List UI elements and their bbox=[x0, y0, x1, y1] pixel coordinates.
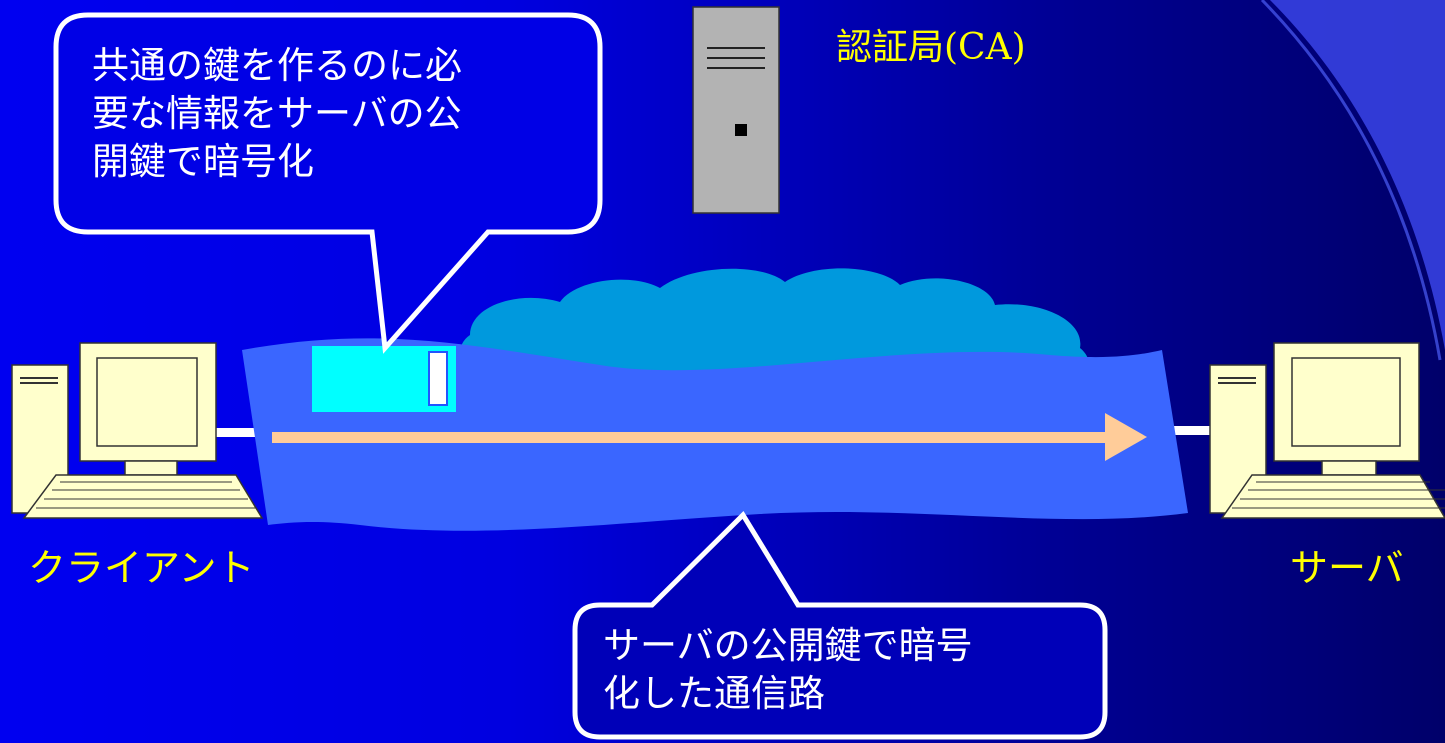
client-cable bbox=[215, 428, 275, 437]
callout-bottom-line-1: サーバの公開鍵で暗号 bbox=[603, 624, 973, 667]
desktop-computer-icon bbox=[11, 342, 264, 519]
ca-label: 認証局(CA) bbox=[836, 27, 1026, 68]
decorative-swoosh bbox=[1270, 0, 1445, 350]
callout-top-text: 共通の鍵を作るのに必 要な情報をサーバの公 開鍵で暗号化 bbox=[92, 42, 462, 186]
server-tower-icon bbox=[692, 6, 780, 214]
callout-top-line-1: 共通の鍵を作るのに必 bbox=[92, 44, 462, 87]
packet-icon bbox=[312, 346, 456, 412]
callout-top-line-3: 開鍵で暗号化 bbox=[92, 140, 314, 183]
callout-bottom-bubble bbox=[572, 511, 1108, 740]
arrow-icon bbox=[272, 413, 1147, 461]
callout-bottom-text: サーバの公開鍵で暗号 化した通信路 bbox=[603, 622, 973, 718]
callout-bottom-line-2: 化した通信路 bbox=[603, 672, 825, 715]
server-label: サーバ bbox=[1290, 546, 1404, 590]
desktop-computer-icon bbox=[1209, 342, 1445, 519]
callout-top-line-2: 要な情報をサーバの公 bbox=[92, 92, 462, 135]
client-label: クライアント bbox=[28, 546, 255, 590]
server-cable bbox=[1170, 426, 1210, 435]
callout-top-bubble bbox=[53, 12, 603, 354]
